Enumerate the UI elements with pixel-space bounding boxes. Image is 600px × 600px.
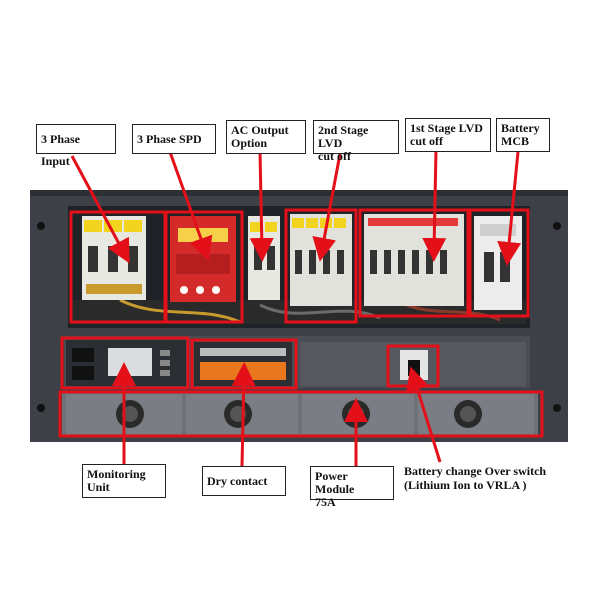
- label-ac-output-line2: Option: [231, 136, 268, 150]
- highlight-lvd1: [358, 208, 470, 318]
- label-monitoring-unit-line1: Monitoring: [87, 467, 146, 481]
- highlight-spd: [164, 210, 244, 324]
- label-monitoring-unit: Monitoring Unit: [82, 464, 166, 498]
- label-1st-stage-lvd: 1st Stage LVD cut off: [405, 118, 491, 152]
- label-dry-contact: Dry contact: [202, 466, 286, 496]
- label-monitoring-unit-line2: Unit: [87, 480, 110, 494]
- mounting-hole: [37, 222, 45, 230]
- label-power-module-line1: Power Module: [315, 469, 355, 496]
- label-battery-changeover: Battery change Over switch (Lithium Ion …: [404, 464, 594, 492]
- mounting-hole: [553, 222, 561, 230]
- label-2nd-stage-lvd: 2nd Stage LVD cut off: [313, 120, 399, 163]
- label-battery-mcb-line1: Battery: [501, 121, 540, 135]
- label-3-phase-input-text: 3 Phase Input: [41, 132, 80, 168]
- battery-mcb: [474, 216, 522, 310]
- changeover-switch: [400, 350, 428, 380]
- highlight-power-modules: [58, 390, 544, 438]
- label-ac-output: AC Output Option: [226, 120, 306, 154]
- label-battery-mcb: Battery MCB: [496, 118, 550, 152]
- label-2nd-stage-lvd-line1: 2nd Stage LVD: [318, 123, 369, 150]
- ac-output-breakers: [248, 216, 280, 300]
- label-battery-mcb-line2: MCB: [501, 134, 529, 148]
- label-power-module-line2: 75A: [315, 495, 336, 509]
- input-breakers: [82, 216, 146, 300]
- lvd1-breakers: [364, 214, 464, 306]
- label-2nd-stage-lvd-line2: cut off: [318, 149, 351, 163]
- rectifier-module: [418, 394, 534, 434]
- label-3-phase-spd: 3 Phase SPD: [132, 124, 216, 154]
- label-battery-changeover-line2: (Lithium Ion to VRLA ): [404, 478, 527, 492]
- lvd2-breakers: [290, 214, 352, 306]
- spd-block: [170, 216, 236, 302]
- monitoring-unit: [66, 340, 186, 386]
- pointer-arrows: [70, 149, 522, 467]
- label-3-phase-input: 3 Phase Input: [36, 124, 116, 168]
- highlight-battery-mcb: [468, 208, 530, 318]
- mounting-hole: [553, 404, 561, 412]
- label-ac-output-line1: AC Output: [231, 123, 289, 137]
- label-dry-contact-text: Dry contact: [207, 474, 268, 488]
- mounting-hole: [37, 404, 45, 412]
- label-3-phase-spd-text: 3 Phase SPD: [137, 132, 202, 146]
- label-1st-stage-lvd-line2: cut off: [410, 134, 443, 148]
- label-1st-stage-lvd-line1: 1st Stage LVD: [410, 121, 483, 135]
- label-power-module: Power Module 75A: [310, 466, 394, 509]
- highlight-lvd2: [284, 208, 358, 324]
- label-battery-changeover-line1: Battery change Over switch: [404, 464, 547, 478]
- rectifier-module: [302, 394, 414, 434]
